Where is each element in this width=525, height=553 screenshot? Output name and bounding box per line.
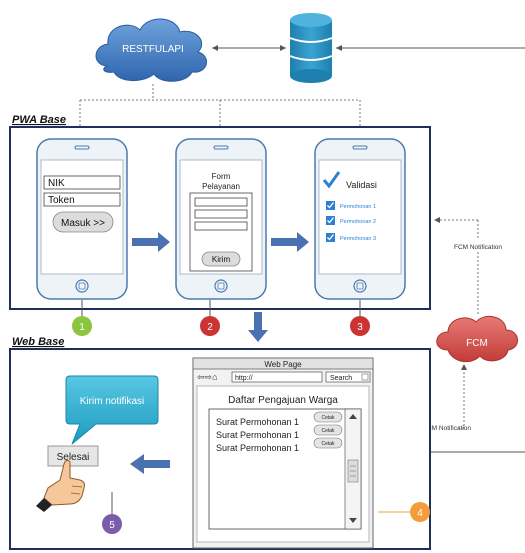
list-heading: Daftar Pengajuan Warga: [228, 395, 338, 406]
svg-text:Form: Form: [212, 172, 231, 181]
svg-text:4: 4: [417, 508, 423, 519]
svg-text:Masuk >>: Masuk >>: [61, 218, 105, 229]
api-pwa-connectors: [79, 84, 361, 132]
list-item: Surat Permohonan 1: [216, 443, 299, 453]
kirim-button: [201, 251, 241, 267]
web-base-title: Web Base: [12, 336, 64, 348]
svg-text:1: 1: [79, 322, 85, 333]
cetak-button: [313, 424, 343, 436]
svg-text:Permohonan 1: Permohonan 1: [340, 204, 376, 210]
fcm-notification-label-right: FCM Notification: [454, 244, 502, 251]
svg-text:FCM: FCM: [466, 338, 488, 349]
svg-text:Kirim: Kirim: [212, 255, 231, 264]
selesai-button: [47, 445, 99, 467]
step-marker-5: 5: [102, 492, 122, 534]
web-to-admin-arrow: [130, 454, 170, 474]
fcm-cloud: FCM: [436, 315, 518, 363]
svg-text:2: 2: [207, 322, 213, 333]
notification-bubble: Kirim notifikasi: [65, 375, 159, 445]
token-field: [43, 192, 121, 207]
api-db-connector: [212, 45, 525, 51]
nav-arrows-icon: ⇦⇨⌂: [197, 372, 218, 382]
fcm-notification-label-web: FCM Notification: [423, 425, 471, 432]
svg-text:Kirim notifikasi: Kirim notifikasi: [80, 396, 144, 407]
nik-field: [43, 175, 121, 190]
svg-text:Token: Token: [48, 195, 75, 206]
search-button: [325, 371, 371, 383]
check-icon: [322, 171, 341, 189]
svg-text:3: 3: [357, 322, 363, 333]
svg-text:Permohonan 3: Permohonan 3: [340, 236, 376, 242]
svg-text:Cetak: Cetak: [321, 415, 335, 421]
url-field: [231, 371, 323, 383]
list-item: Surat Permohonan 1: [216, 417, 299, 427]
database-icon: [289, 13, 333, 83]
svg-text:NIK: NIK: [48, 178, 65, 189]
svg-text:Permohonan 2: Permohonan 2: [340, 219, 376, 225]
masuk-button: [52, 211, 114, 233]
svg-text:Cetak: Cetak: [321, 428, 335, 434]
pointing-hand-icon: [36, 459, 85, 512]
restful-api-label: RESTFULAPI: [122, 44, 184, 55]
cetak-button: [313, 411, 343, 423]
web-page-title: Web Page: [264, 360, 302, 369]
step-markers-pwa: 1 2 3: [72, 300, 370, 336]
phone-login: NIK Token Masuk >>: [36, 138, 128, 300]
svg-text:Cetak: Cetak: [321, 441, 335, 447]
pwa-to-web-arrow: [248, 312, 268, 342]
search-icon: [361, 373, 369, 381]
svg-text:5: 5: [109, 520, 115, 531]
web-page-window: Web Page ⇦⇨⌂ http:// Search Daftar Penga…: [192, 357, 374, 549]
flow-arrows-pwa: [132, 232, 309, 252]
svg-text:http://: http://: [235, 375, 253, 382]
phone-form: Form Pelayanan Kirim: [175, 138, 267, 300]
svg-text:Pelayanan: Pelayanan: [202, 182, 240, 191]
step-marker-4: 4: [378, 502, 430, 522]
restful-api-cloud: RESTFULAPI: [95, 18, 207, 82]
phone-validation: Validasi Permohonan 1 Permohonan 2 Permo…: [314, 138, 406, 300]
selesai-label: Selesai: [57, 452, 90, 463]
svg-text:Validasi: Validasi: [346, 180, 377, 190]
svg-text:Search: Search: [330, 375, 352, 382]
cetak-button: [313, 437, 343, 449]
list-item: Surat Permohonan 1: [216, 430, 299, 440]
pwa-base-title: PWA Base: [12, 114, 66, 126]
